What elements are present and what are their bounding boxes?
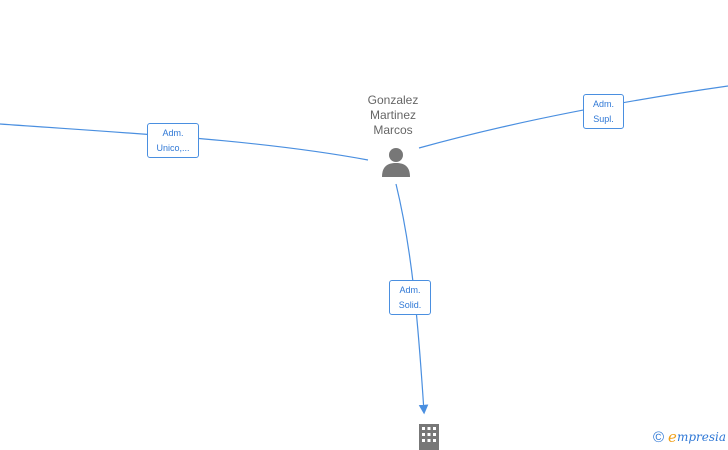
edge-label-line: Adm. bbox=[399, 285, 421, 295]
brand-name: mpresia bbox=[676, 430, 726, 444]
edge-label-line: Supl. bbox=[593, 114, 614, 124]
building-icon[interactable] bbox=[417, 424, 441, 450]
empresia-watermark: © e mpresia bbox=[653, 428, 726, 446]
person-name-line: Marcos bbox=[373, 123, 413, 137]
edge-label-adm-unico[interactable]: Adm. Unico,... bbox=[147, 123, 199, 158]
edge-label-line: Adm. bbox=[592, 99, 614, 109]
edge-label-line: Unico,... bbox=[156, 143, 190, 153]
edge-label-line: Solid. bbox=[398, 300, 422, 310]
edge-label-adm-solid[interactable]: Adm. Solid. bbox=[389, 280, 431, 315]
copyright-icon: © bbox=[652, 428, 665, 446]
edge-line-right[interactable] bbox=[418, 85, 728, 149]
brand-initial: e bbox=[668, 428, 677, 446]
person-name-line: Gonzalez bbox=[367, 93, 419, 107]
person-icon[interactable] bbox=[380, 147, 412, 177]
edge-label-adm-supl[interactable]: Adm. Supl. bbox=[583, 94, 624, 129]
edge-label-line: Adm. bbox=[162, 128, 184, 138]
person-name-line: Martinez bbox=[369, 108, 416, 122]
person-node-label[interactable]: Gonzalez Martinez Marcos bbox=[343, 93, 443, 138]
